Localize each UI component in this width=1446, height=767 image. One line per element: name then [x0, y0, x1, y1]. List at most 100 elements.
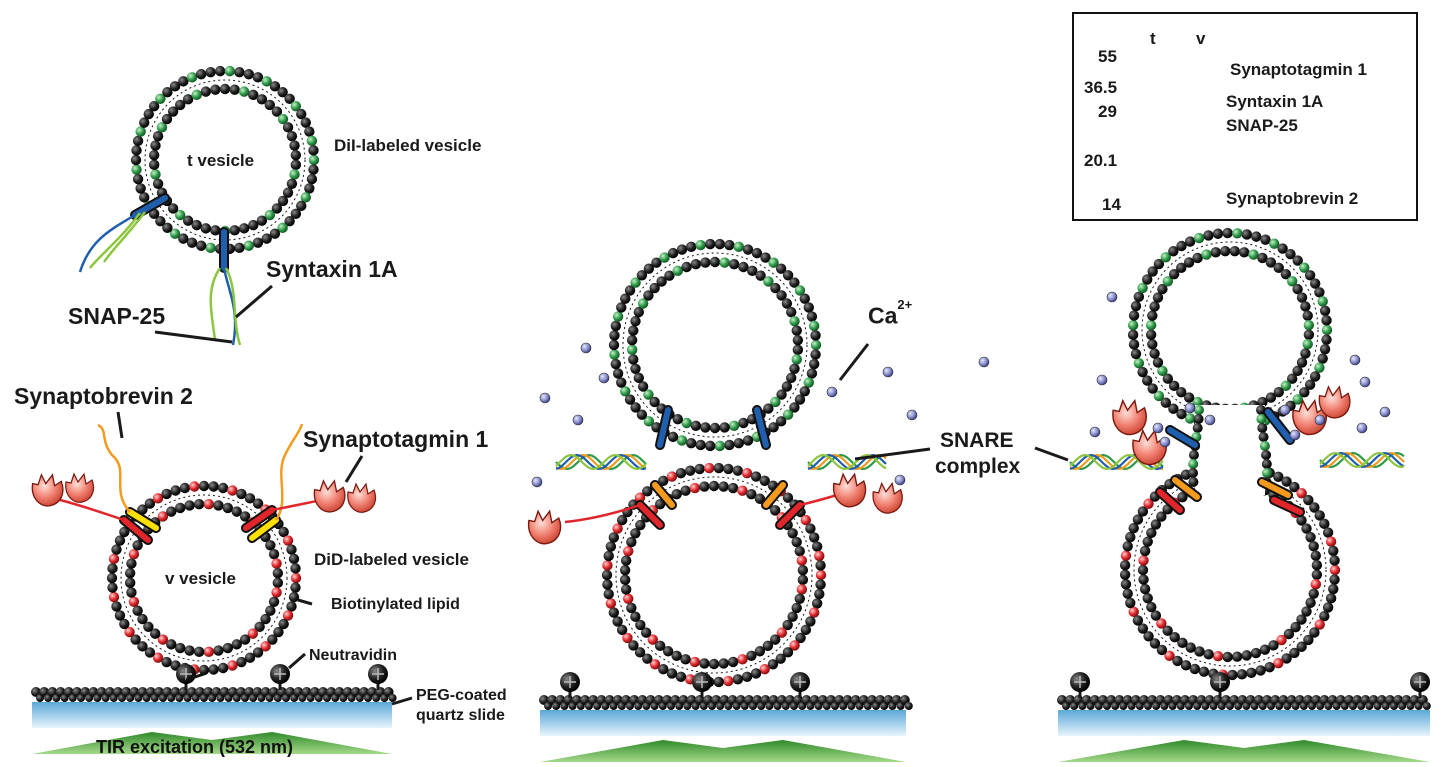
lipid-tail — [1321, 577, 1330, 581]
lipid-tail — [764, 489, 772, 498]
lipid-head-outer — [620, 293, 631, 304]
lipid-head-inner — [1273, 262, 1284, 274]
lipid-head-inner — [635, 619, 646, 631]
lipid-head-outer — [1133, 291, 1145, 303]
lipid-head-inner — [1138, 574, 1149, 585]
tether-line — [185, 672, 205, 682]
calcium-layer — [531, 291, 1391, 488]
lipid-head-outer — [288, 553, 300, 565]
lipid-head-inner — [689, 482, 701, 494]
lipid-head-inner — [1177, 491, 1188, 503]
lipid-tail — [625, 376, 634, 382]
lipid-head-outer — [119, 618, 130, 630]
lipid-head-inner — [1183, 257, 1195, 268]
lipid-tail — [1140, 349, 1149, 354]
neck-lipid — [1192, 423, 1203, 433]
lipid-head-outer — [610, 320, 622, 332]
neutravidin-label: Neutravidin — [309, 647, 398, 664]
c2-domain-shape — [527, 509, 562, 545]
lipid-head-outer — [810, 330, 821, 341]
lipid-head-outer — [810, 339, 822, 351]
lipid-head-inner — [681, 261, 692, 273]
lipid-head-inner — [271, 558, 282, 569]
lipid-tail — [145, 183, 154, 188]
lipid-head-outer — [217, 662, 229, 674]
calcium-ion — [1159, 436, 1171, 448]
lipid-tail — [1141, 613, 1150, 619]
lipid-head-inner — [1280, 268, 1292, 280]
lipid-head-outer — [198, 480, 210, 492]
lipid-head-inner — [1152, 292, 1164, 303]
calcium-ion — [1089, 426, 1101, 438]
lipid-head-inner — [620, 584, 632, 595]
lipid-head-outer — [277, 222, 288, 234]
lipid-tail — [118, 558, 127, 563]
lipid-head-inner — [719, 257, 730, 268]
lipid-head-outer — [278, 618, 289, 630]
lipid-head-outer — [308, 164, 319, 175]
lipid-head-inner — [662, 646, 674, 657]
lipid-head-outer — [286, 544, 297, 555]
lipid-head-inner — [1310, 550, 1322, 561]
lipid-head-outer — [179, 482, 191, 494]
lipid-tail — [1156, 379, 1164, 387]
lipid-head-outer — [296, 200, 307, 212]
lipid-head-inner — [1302, 310, 1313, 321]
lipid-tail — [674, 257, 680, 266]
lipid-head-outer — [1122, 588, 1133, 599]
lipid-head-outer — [608, 607, 620, 618]
calcium-ion — [1379, 406, 1391, 418]
peg-label-line2: quartz slide — [416, 707, 505, 724]
calcium-ion — [894, 474, 906, 486]
lipid-tail — [742, 664, 747, 673]
lipid-tail — [1156, 273, 1164, 281]
lipid-head-outer — [1289, 481, 1300, 493]
lipid-head-inner — [272, 577, 284, 589]
lipid-head-outer — [119, 526, 130, 538]
lipid-tail — [629, 300, 638, 306]
gel-band-label-syntaxin: Syntaxin 1A — [1226, 92, 1324, 111]
c2b-domain-5 — [1318, 385, 1351, 419]
lipid-tail — [804, 546, 813, 551]
lipid-head-outer — [630, 277, 641, 288]
lipid-head-inner — [213, 645, 224, 656]
lipid-tail — [682, 253, 688, 263]
lipid-head-inner — [152, 178, 164, 189]
lipid-head-outer — [1264, 662, 1275, 673]
lipid-head-outer — [1314, 287, 1325, 298]
lipid-head-outer — [252, 647, 264, 658]
lipid-head-inner — [174, 99, 186, 111]
lipid-head-inner — [789, 363, 800, 375]
lipid-head-outer — [666, 471, 678, 482]
lipid-tail — [1175, 254, 1182, 263]
lipid-head-inner — [781, 298, 793, 309]
lipid-head-inner — [271, 203, 283, 214]
lipid-head-outer — [1319, 344, 1331, 355]
lipid-head-inner — [754, 646, 766, 657]
lipid-tail — [806, 590, 815, 595]
lipid-head-outer — [634, 492, 646, 503]
lipid-tail — [201, 78, 206, 88]
bilayer-core — [1141, 241, 1319, 419]
synaptotagmin-tm-3 — [637, 502, 663, 528]
lipid-head-outer — [1193, 232, 1205, 244]
tir-beam — [32, 732, 392, 754]
lipid-head-outer — [208, 481, 219, 492]
lipid-head-outer — [155, 216, 166, 227]
lipid-head-outer — [252, 237, 264, 248]
lipid-head-inner — [1210, 247, 1221, 258]
lipid-head-inner — [709, 422, 721, 434]
lipid-head-outer — [1325, 536, 1337, 547]
lipid-head-outer — [1329, 574, 1340, 585]
lipid-head-outer — [799, 386, 810, 397]
lipid-head-inner — [776, 627, 788, 638]
lipid-head-outer — [695, 239, 706, 251]
snap25-leader — [154, 330, 233, 344]
panel3-surface — [1057, 672, 1431, 762]
lipid-head-inner — [124, 567, 136, 579]
lipid-head-outer — [107, 563, 118, 574]
lipid-head-outer — [1309, 627, 1320, 638]
c2-domain-shape — [1112, 398, 1147, 436]
lipid-head-outer — [260, 641, 271, 652]
lipid-head-inner — [700, 257, 711, 268]
